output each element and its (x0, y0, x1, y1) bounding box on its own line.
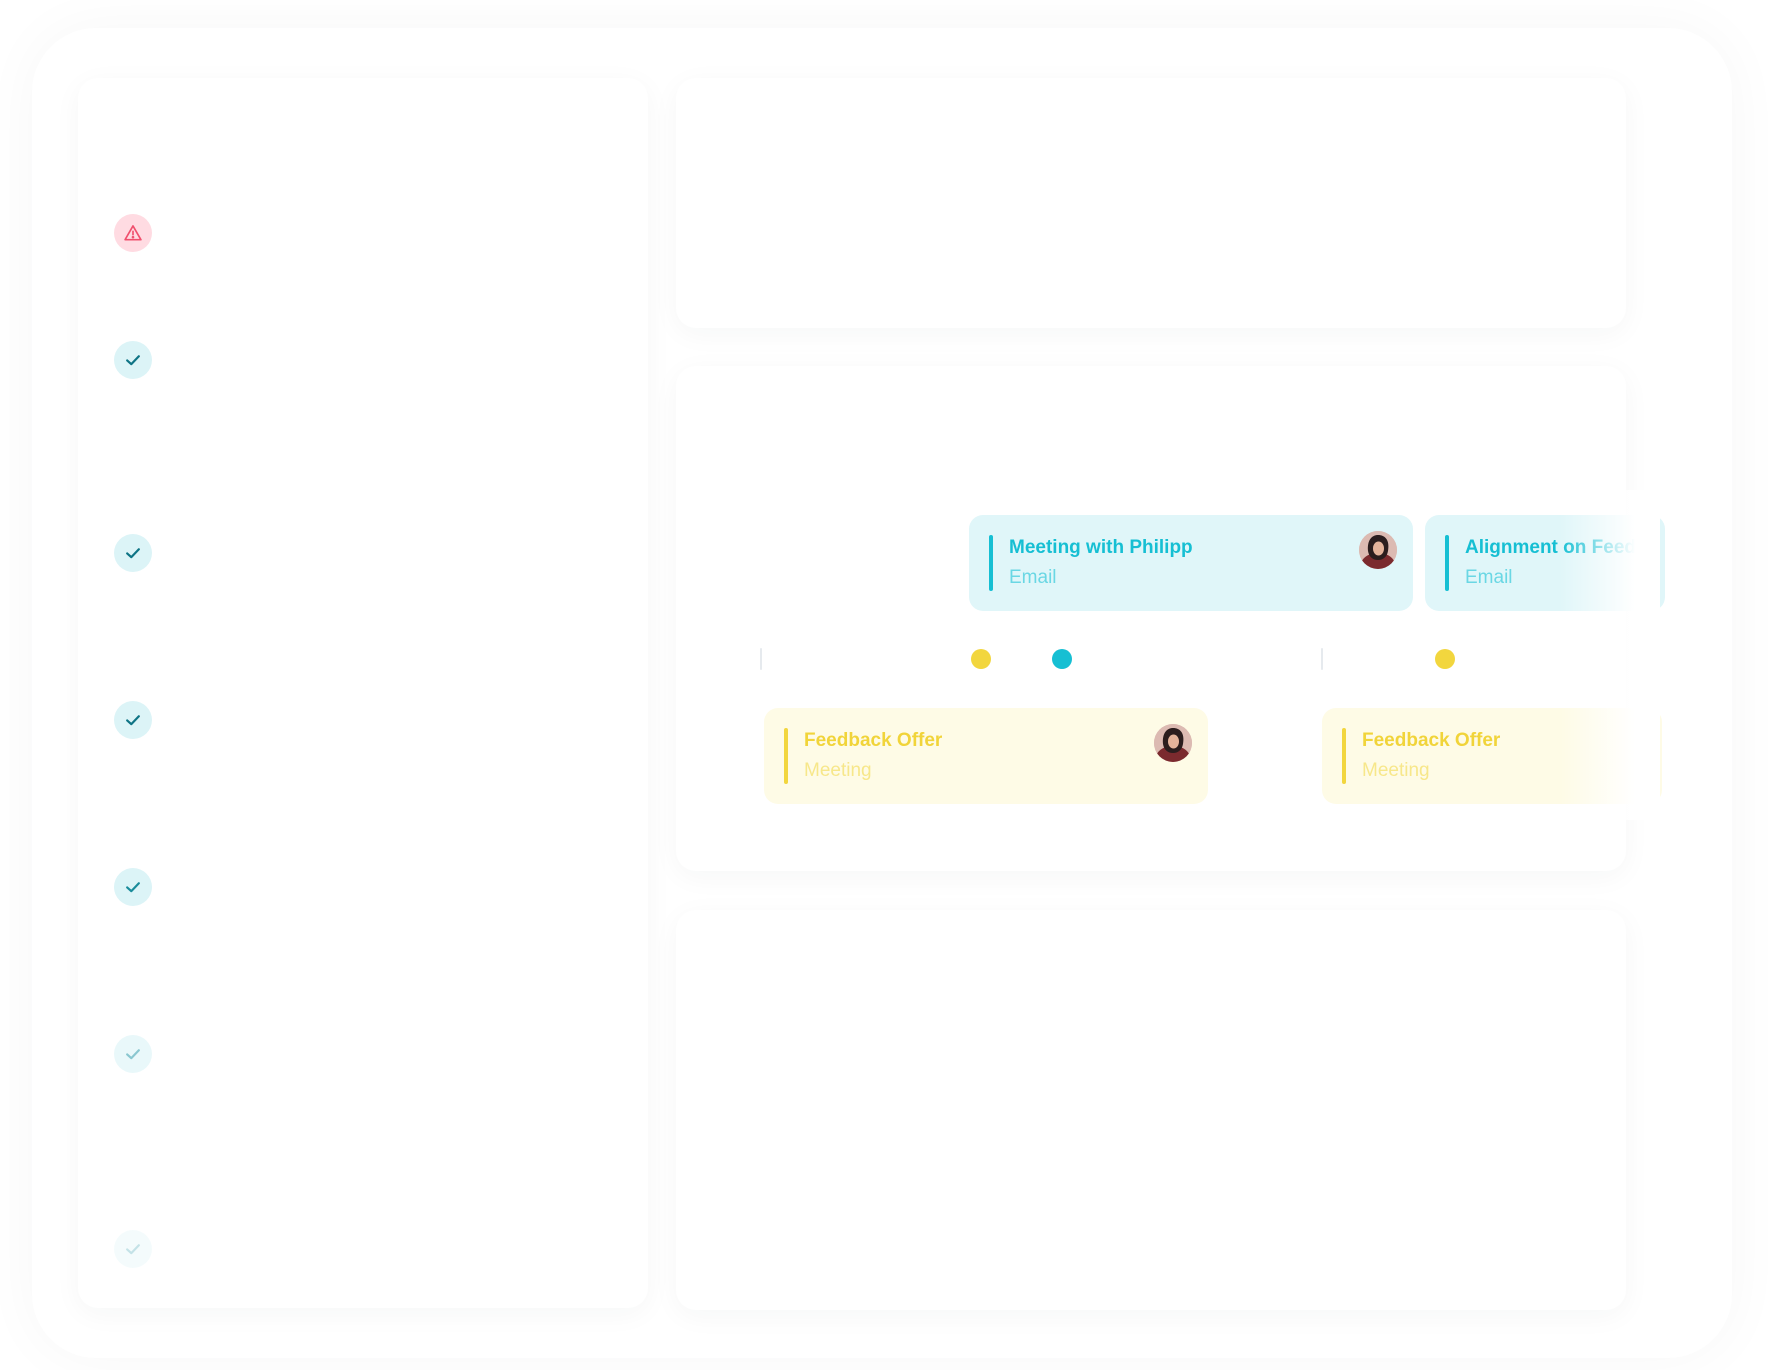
event-color-bar (1445, 535, 1449, 591)
check-icon (123, 1239, 143, 1259)
done-status-item[interactable] (114, 341, 152, 379)
timeline-marker-yellow[interactable] (1435, 649, 1455, 669)
event-color-bar (784, 728, 788, 784)
timeline-event-card[interactable]: Meeting with Philipp Email (969, 515, 1413, 611)
timeline-tick (760, 648, 762, 670)
timeline-marker-yellow[interactable] (971, 649, 991, 669)
check-icon (123, 710, 143, 730)
event-type: Meeting (804, 760, 872, 781)
event-title: Feedback Offer (1362, 730, 1501, 751)
timeline-event-card[interactable]: Alignment on Feed Email (1425, 515, 1665, 611)
event-title: Meeting with Philipp (1009, 537, 1193, 558)
event-type: Meeting (1362, 760, 1430, 781)
event-type: Email (1465, 567, 1513, 588)
timeline-tick (1321, 648, 1323, 670)
event-type: Email (1009, 567, 1057, 588)
timeline-event-card[interactable]: Feedback Offer Meeting (1322, 708, 1662, 804)
event-title: Feedback Offer (804, 730, 943, 751)
check-icon (123, 350, 143, 370)
sidebar-panel (78, 78, 648, 1308)
summary-panel (676, 78, 1626, 328)
warning-status-item[interactable] (114, 214, 152, 252)
done-status-item[interactable] (114, 534, 152, 572)
done-status-item[interactable] (114, 1230, 152, 1268)
warning-triangle-icon (123, 223, 143, 243)
event-title: Alignment on Feed (1465, 537, 1636, 558)
done-status-item[interactable] (114, 868, 152, 906)
done-status-item[interactable] (114, 701, 152, 739)
check-icon (123, 1044, 143, 1064)
avatar[interactable] (1154, 724, 1192, 762)
avatar[interactable] (1359, 531, 1397, 569)
event-color-bar (1342, 728, 1346, 784)
event-color-bar (989, 535, 993, 591)
details-panel (676, 910, 1626, 1310)
timeline-marker-teal[interactable] (1052, 649, 1072, 669)
done-status-item[interactable] (114, 1035, 152, 1073)
check-icon (123, 877, 143, 897)
timeline-event-card[interactable]: Feedback Offer Meeting (764, 708, 1208, 804)
check-icon (123, 543, 143, 563)
